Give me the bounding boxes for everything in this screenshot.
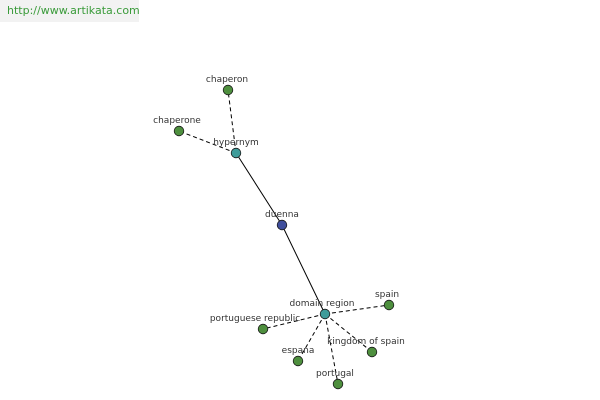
watermark-banner: http://www.artikata.com (0, 0, 140, 22)
edge-domain-region-spain (324, 304, 390, 315)
edge-duenna-domain-region (281, 224, 326, 315)
node-label-chaperon: chaperon (206, 75, 248, 85)
labels-layer: duenna hypernym domain region chaperon chape… (153, 75, 405, 379)
node-label-spain: spain (375, 290, 399, 300)
nodes-layer (173, 84, 395, 390)
node-chaperone[interactable] (173, 125, 185, 137)
edges-layer (178, 89, 390, 385)
node-label-chaperone: chaperone (153, 116, 201, 126)
edge-domain-region-portuguese-republic (262, 313, 326, 330)
edge-domain-region-espana (297, 313, 326, 362)
edge-hypernym-chaperone (178, 130, 237, 154)
node-label-portugal: portugal (316, 369, 354, 379)
node-hypernym[interactable] (230, 147, 242, 159)
node-duenna[interactable] (276, 219, 288, 231)
watermark-text: http://www.artikata.com (7, 4, 140, 17)
node-label-domain-region: domain region (289, 299, 354, 309)
edge-domain-region-kingdom-of-spain (324, 313, 373, 353)
node-espana[interactable] (292, 355, 304, 367)
node-label-espana: espana (282, 346, 315, 356)
node-label-duenna: duenna (265, 210, 299, 220)
node-domain-region[interactable] (319, 308, 331, 320)
node-kingdom-of-spain[interactable] (366, 346, 378, 358)
node-chaperon[interactable] (222, 84, 234, 96)
node-label-portuguese-republic: portuguese republic (210, 314, 300, 324)
node-label-kingdom-of-spain: kingdom of spain (327, 337, 405, 347)
edge-hypernym-chaperon (227, 89, 237, 154)
node-portuguese-republic[interactable] (257, 323, 269, 335)
node-spain[interactable] (383, 299, 395, 311)
edge-duenna-hypernym (235, 152, 283, 226)
node-portugal[interactable] (332, 378, 344, 390)
edge-domain-region-portugal (324, 313, 339, 385)
node-label-hypernym: hypernym (213, 138, 259, 148)
